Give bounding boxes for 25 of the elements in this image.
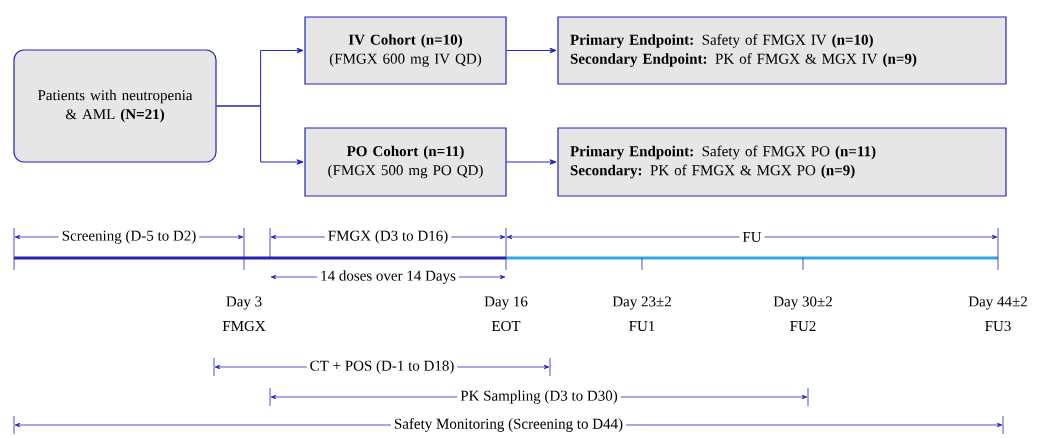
endpoint-box: Primary Endpoint: Safety of FMGX PO (n=11) Secondary: PK of FMGX & MGX PO (n=9) — [557, 127, 1007, 197]
arrow — [216, 105, 304, 165]
period-label: Safety Monitoring (Screening to D44) — [390, 415, 627, 435]
period-label: Screening (D-5 to D2) — [58, 227, 200, 247]
day-label: Day 30±2 — [773, 296, 832, 310]
day-label: EOT — [491, 320, 521, 332]
arrow — [506, 159, 557, 165]
day-label: Day 44±2 — [968, 296, 1027, 310]
day-label: FU1 — [629, 320, 655, 331]
day-label: Day 23±2 — [612, 296, 671, 310]
endpoint-box: Primary Endpoint: Safety of FMGX IV (n=10) Secondary Endpoint: PK of FMGX & MGX IV (n=9) — [557, 16, 1007, 85]
arrow — [506, 47, 557, 54]
period-label: FU — [739, 229, 765, 245]
day-label: FU2 — [790, 320, 816, 332]
cohort-box: PO Cohort (n=11) (FMGX 500 mg PO QD) — [304, 127, 507, 197]
cohort-box: IV Cohort (n=10) (FMGX 600 mg IV QD) — [304, 16, 507, 85]
period-label: 14 doses over 14 Days — [317, 267, 459, 287]
period-label: CT + POS (D-1 to D18) — [306, 357, 458, 377]
day-label: Day 16 — [484, 296, 528, 310]
period-label: PK Sampling (D3 to D30) — [457, 387, 621, 407]
day-label: FMGX — [222, 320, 266, 332]
day-label: FU3 — [985, 320, 1011, 332]
group-box: Patients with neutropenia & AML (N=21) — [13, 49, 217, 163]
period-label: FMGX (D3 to D16) — [324, 227, 452, 247]
day-label: Day 3 — [226, 296, 262, 310]
